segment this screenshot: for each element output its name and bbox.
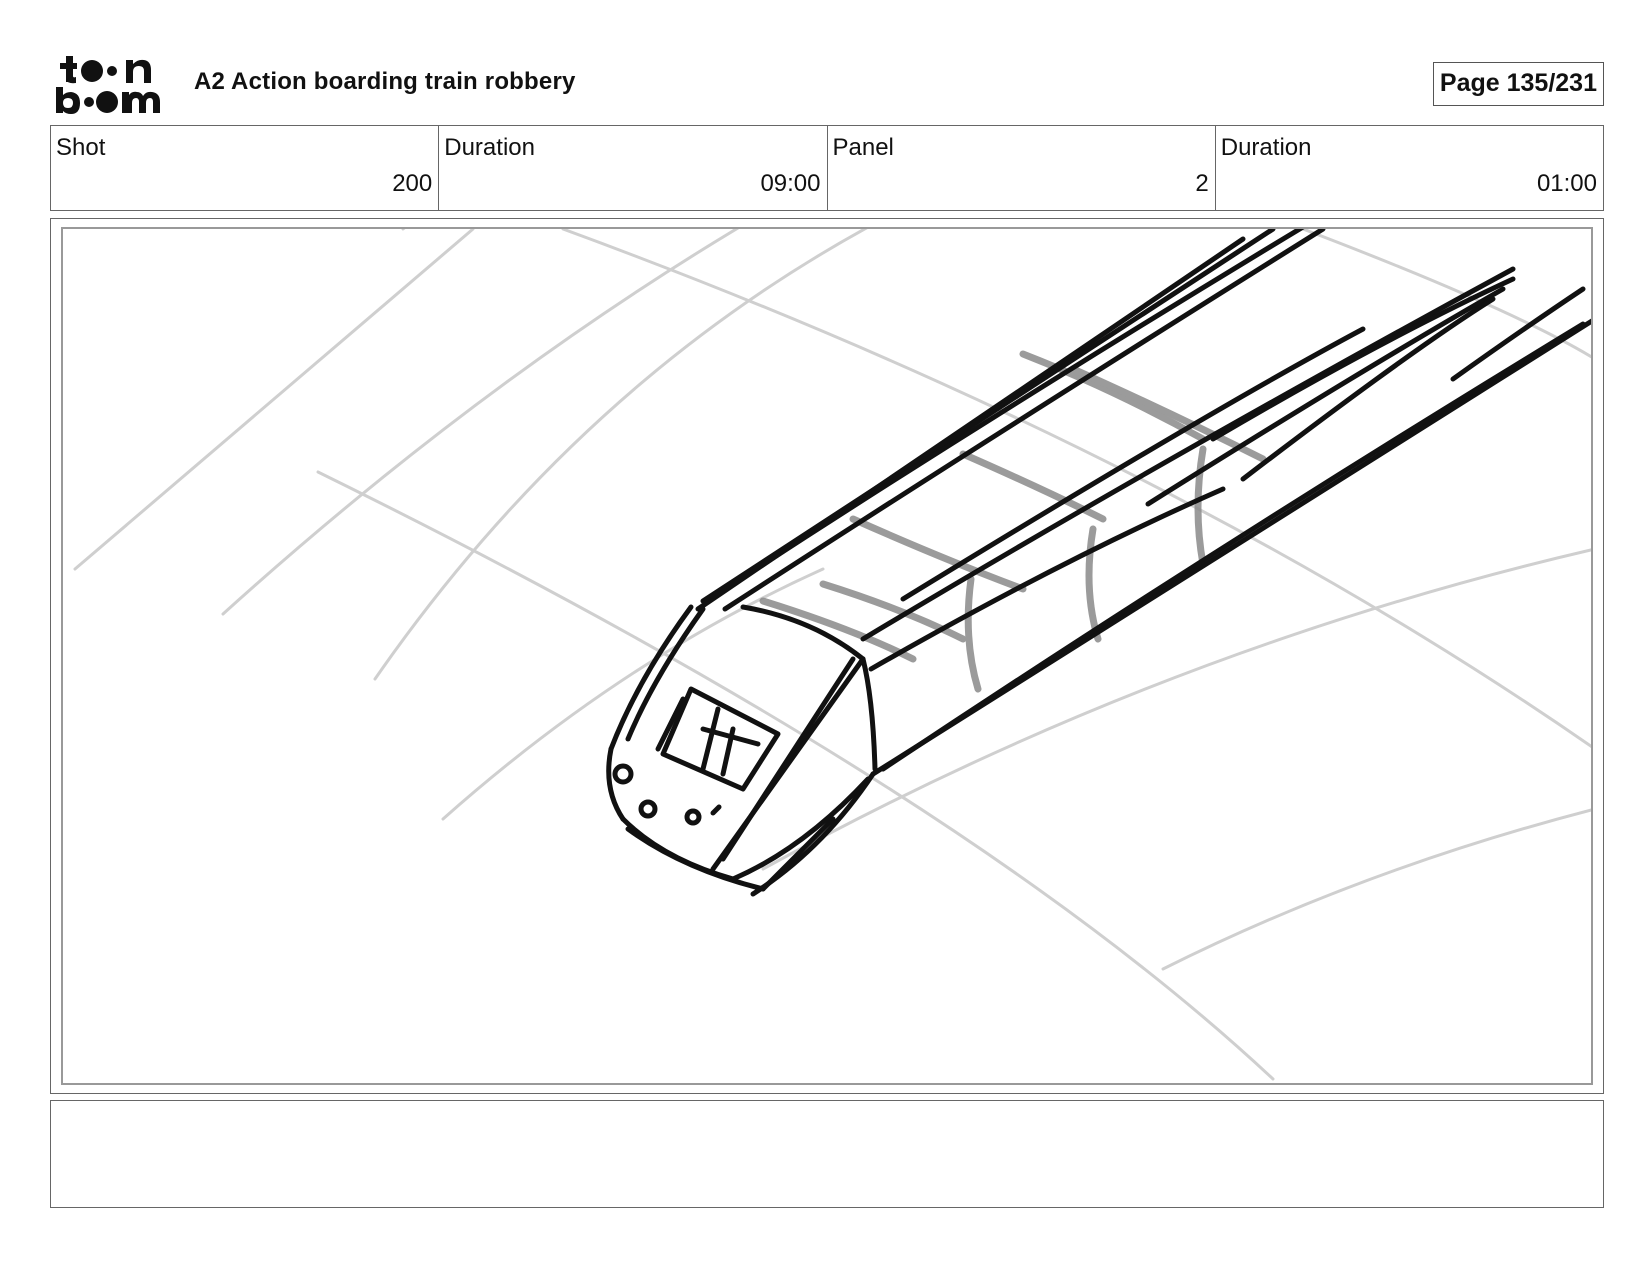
panel-duration-label: Duration xyxy=(1220,134,1312,161)
storyboard-header: A2 Action boarding train robbery Page 13… xyxy=(50,50,1604,120)
toonboom-logo xyxy=(54,54,172,116)
page-indicator: Page 135/231 xyxy=(1432,62,1604,106)
panel-label: Panel xyxy=(832,134,894,161)
shot-duration-value: 09:00 xyxy=(760,170,821,197)
shot-info-table: Shot 200 Duration 09:00 Panel 2 Duration… xyxy=(50,125,1604,211)
panel-notes-box xyxy=(50,1100,1604,1208)
shot-cell: Shot 200 xyxy=(51,126,440,210)
shot-label: Shot xyxy=(56,134,106,161)
shot-value: 200 xyxy=(392,170,433,197)
panel-duration-cell: Duration 01:00 xyxy=(1216,126,1603,210)
shot-duration-label: Duration xyxy=(444,134,535,161)
panel-image-area xyxy=(61,227,1593,1085)
panel-cell: Panel 2 xyxy=(828,126,1216,210)
document-title: A2 Action boarding train robbery xyxy=(194,68,576,95)
train-sketch-icon xyxy=(73,229,1591,1081)
panel-duration-value: 01:00 xyxy=(1536,170,1597,197)
storyboard-panel xyxy=(50,218,1604,1094)
panel-value: 2 xyxy=(1195,170,1209,197)
shot-duration-cell: Duration 09:00 xyxy=(439,126,828,210)
